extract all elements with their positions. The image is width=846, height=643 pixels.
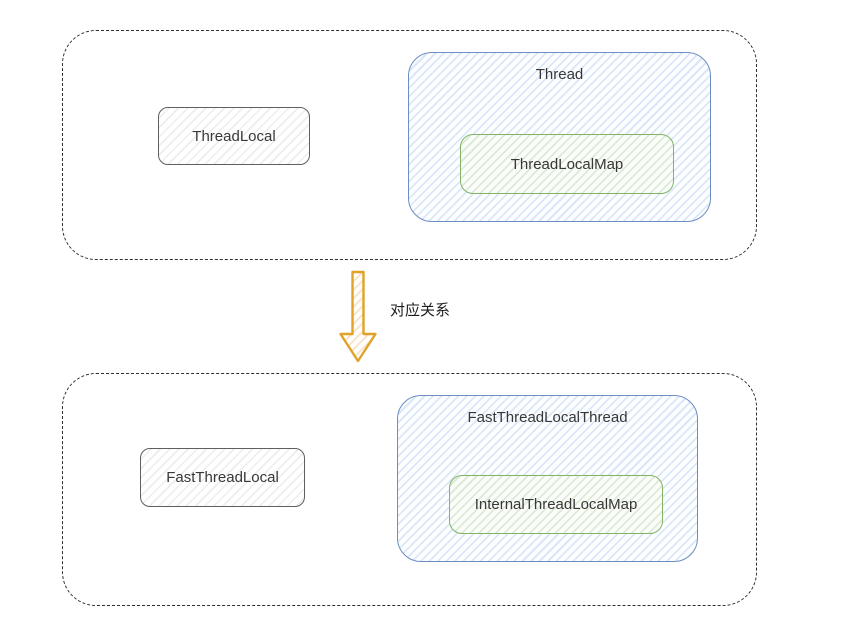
fastthreadlocal-box-label: FastThreadLocal: [166, 469, 279, 486]
fastthreadlocal-box: FastThreadLocal: [140, 448, 305, 507]
down-arrow-icon: [339, 270, 377, 363]
fastthreadlocalthread-box: FastThreadLocalThread InternalThreadLoca…: [397, 395, 698, 562]
threadlocal-box: ThreadLocal: [158, 107, 310, 165]
thread-box-label: Thread: [535, 66, 584, 83]
internalthreadlocalmap-box-label: InternalThreadLocalMap: [474, 496, 638, 513]
thread-box: Thread ThreadLocalMap: [408, 52, 711, 222]
fastthreadlocalthread-box-label: FastThreadLocalThread: [467, 409, 628, 426]
correspondence-arrow: [338, 270, 378, 364]
threadlocalmap-box-label: ThreadLocalMap: [510, 155, 624, 173]
threadlocalmap-box: ThreadLocalMap: [460, 134, 674, 194]
threadlocal-box-label: ThreadLocal: [192, 127, 276, 145]
internalthreadlocalmap-box: InternalThreadLocalMap: [449, 475, 663, 534]
correspondence-arrow-label: 对应关系: [390, 302, 451, 319]
